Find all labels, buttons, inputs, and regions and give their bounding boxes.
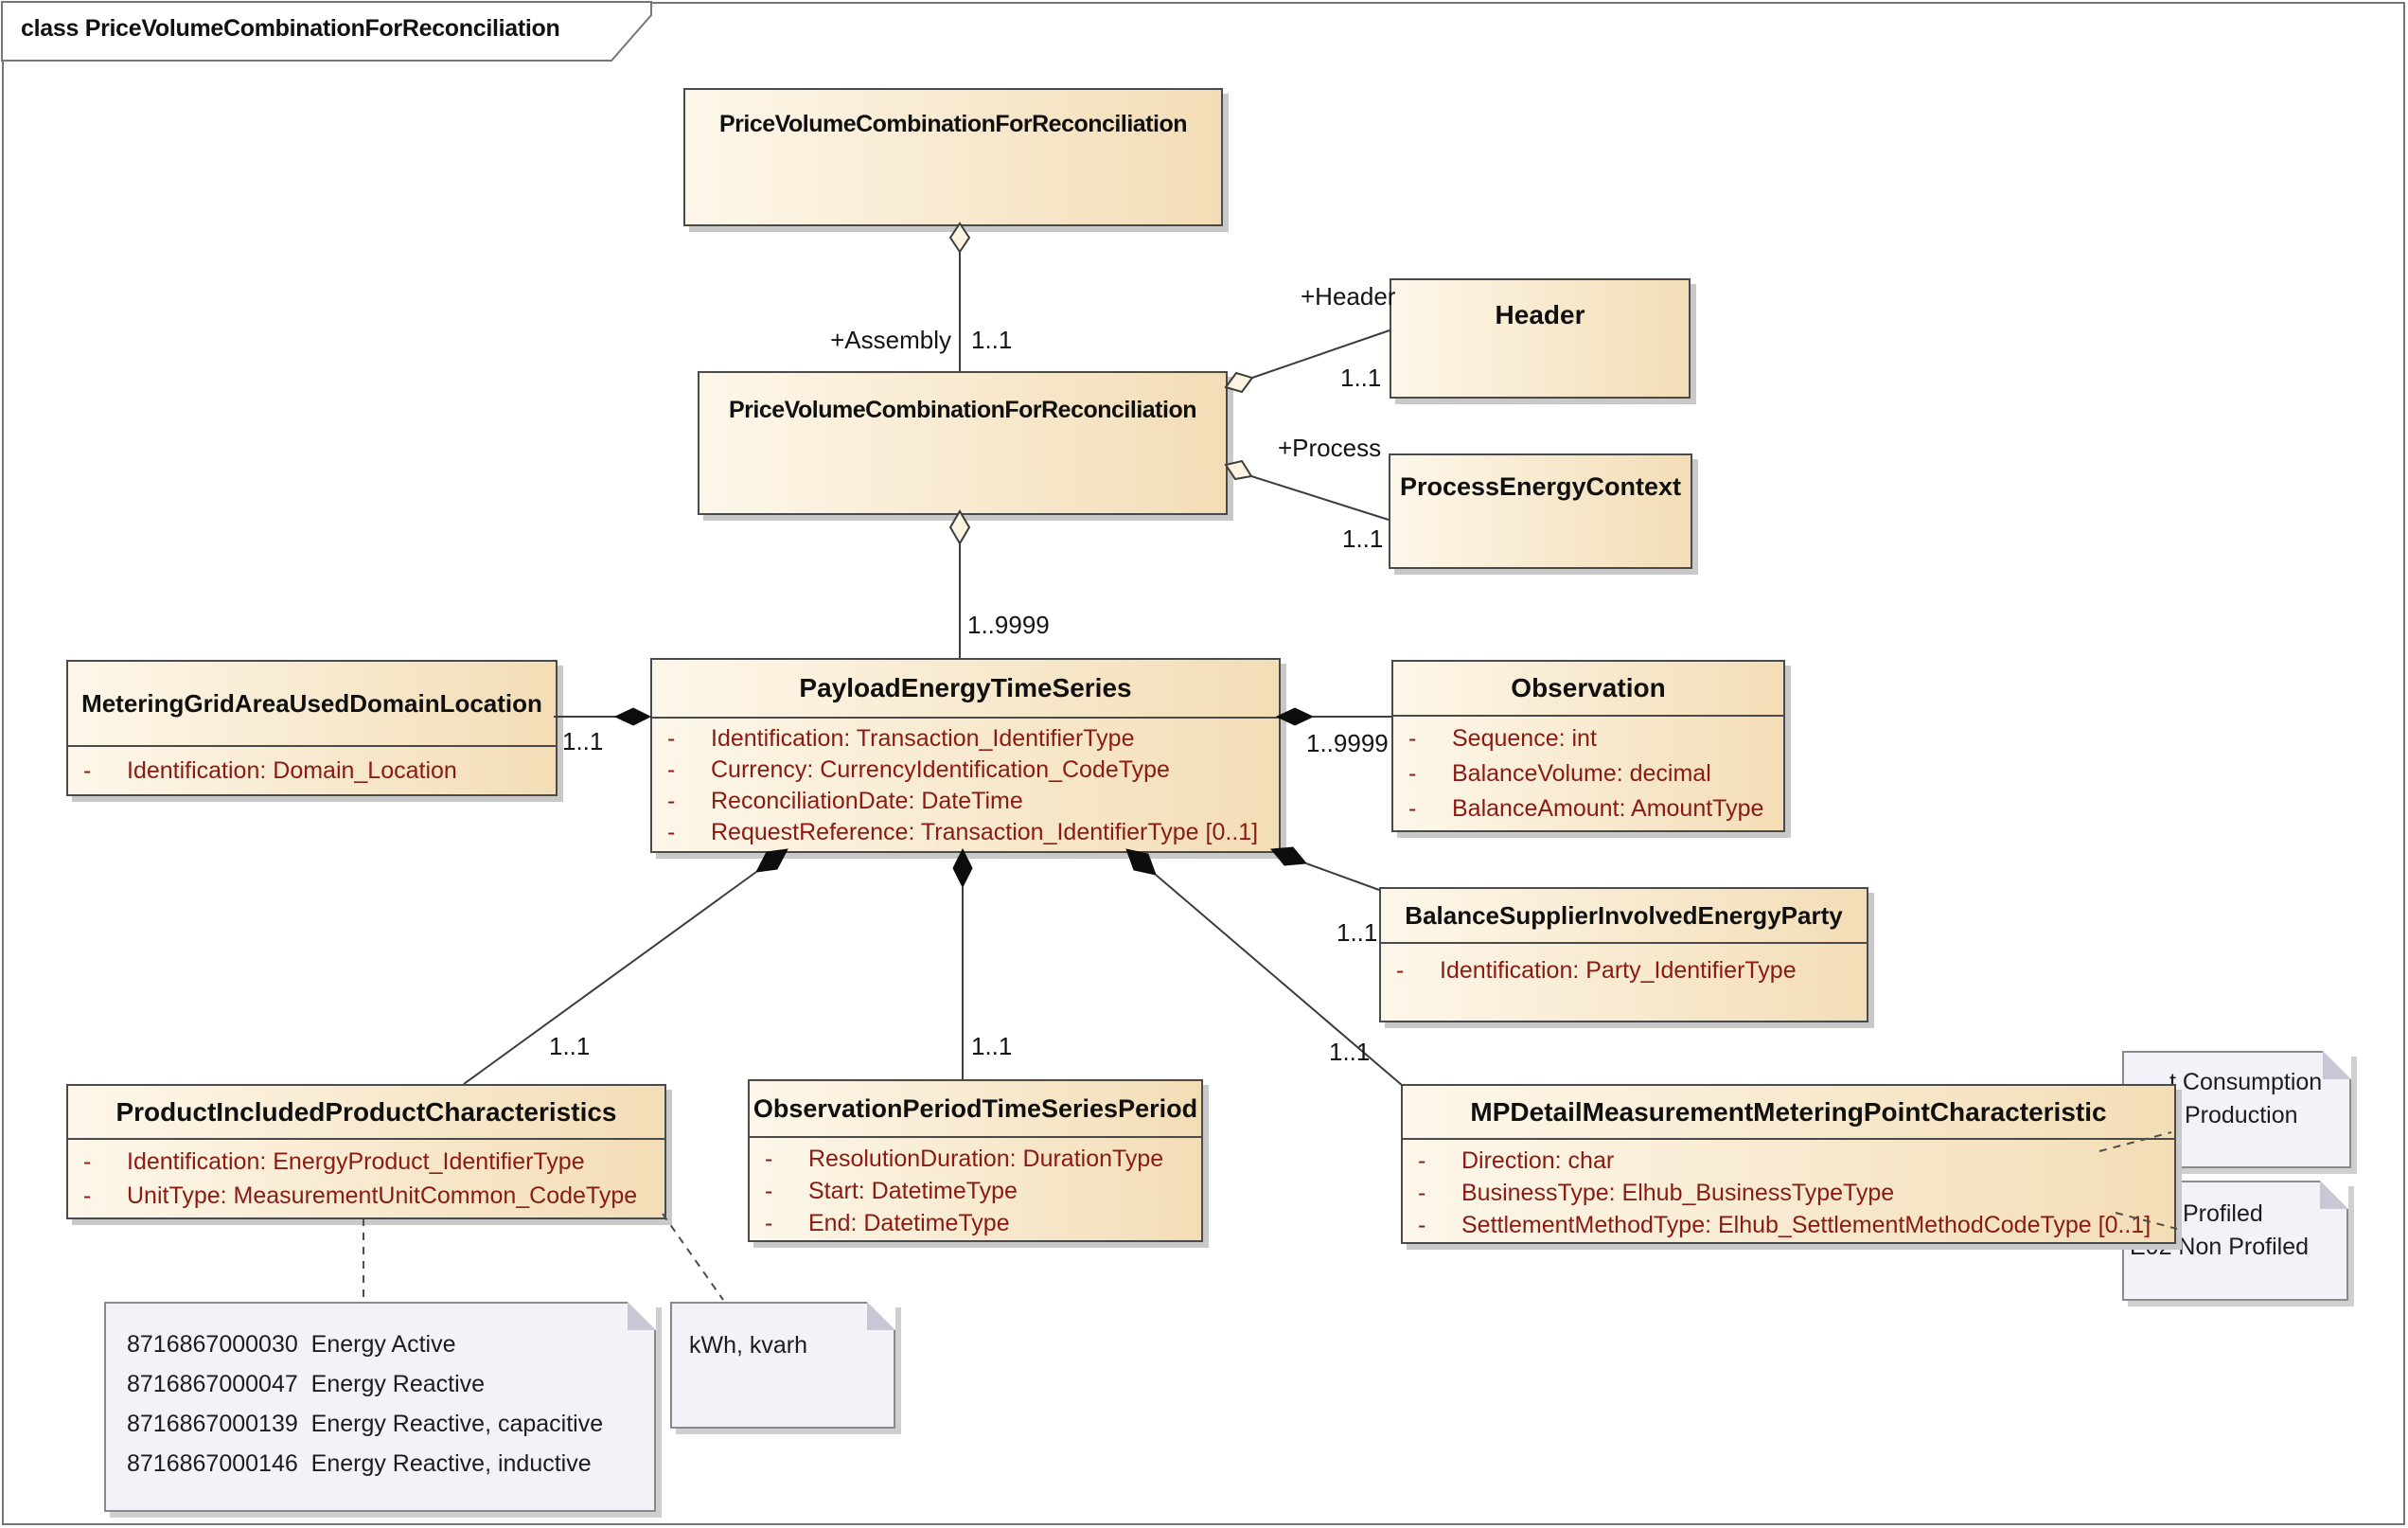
attribute: -Identification: Transaction_IdentifierT… <box>667 725 1135 752</box>
class-name: PriceVolumeCombinationForReconciliation <box>729 396 1197 423</box>
class-name: PriceVolumeCombinationForReconciliation <box>719 110 1188 137</box>
label-assembly-multiplicity: 1..1 <box>971 326 1013 354</box>
class-name: Observation <box>1511 673 1666 702</box>
note-line: Profiled <box>2183 1200 2263 1227</box>
label-process-role: +Process <box>1278 434 1382 462</box>
attribute: -ReconciliationDate: DateTime <box>667 788 1023 814</box>
attribute: -RequestReference: Transaction_Identifie… <box>667 819 1259 845</box>
note-line: 8716867000139 Energy Reactive, capacitiv… <box>127 1411 604 1437</box>
attribute: -End: DatetimeType <box>765 1210 1010 1236</box>
note-line: Production <box>2185 1102 2298 1128</box>
diagram-title: class PriceVolumeCombinationForReconcili… <box>21 15 560 42</box>
label-metering-multiplicity: 1..1 <box>562 727 604 755</box>
attribute: -Direction: char <box>1418 1147 1615 1174</box>
attribute: -ResolutionDuration: DurationType <box>765 1146 1164 1172</box>
label-product-multiplicity: 1..1 <box>549 1032 591 1060</box>
label-obsperiod-multiplicity: 1..1 <box>971 1032 1013 1060</box>
attribute: -Identification: Party_IdentifierType <box>1396 957 1797 984</box>
class-box-balancesupplier[interactable]: BalanceSupplierInvolvedEnergyParty -Iden… <box>1379 887 1868 1022</box>
class-box-meteringgridarea[interactable]: MeteringGridAreaUsedDomainLocation -Iden… <box>66 660 558 796</box>
class-name: ProductIncludedProductCharacteristics <box>115 1096 617 1127</box>
attribute-compartment: -Sequence: int -BalanceVolume: decimal -… <box>1393 715 1783 826</box>
attribute: -Currency: CurrencyIdentification_CodeTy… <box>667 756 1170 783</box>
attribute-compartment: -Identification: Transaction_IdentifierT… <box>652 717 1279 848</box>
attribute-compartment: -Identification: EnergyProduct_Identifie… <box>68 1138 664 1213</box>
class-box-observationperiod[interactable]: ObservationPeriodTimeSeriesPeriod -Resol… <box>748 1079 1203 1242</box>
class-name: Header <box>1495 300 1585 329</box>
label-balance-multiplicity: 1..1 <box>1337 918 1378 947</box>
label-payload-multiplicity: 1..9999 <box>967 611 1050 639</box>
note-line: kWh, kvarh <box>689 1332 808 1359</box>
class-box-observation[interactable]: Observation -Sequence: int -BalanceVolum… <box>1391 660 1785 832</box>
label-observation-multiplicity: 1..9999 <box>1306 729 1389 757</box>
label-header-multiplicity: 1..1 <box>1340 364 1382 392</box>
diagram-title-tab <box>1 1 652 62</box>
label-process-multiplicity: 1..1 <box>1342 524 1384 553</box>
note-line: t Consumption <box>2169 1069 2323 1095</box>
note-product-codes[interactable]: 8716867000030 Energy Active 871686700004… <box>104 1302 656 1512</box>
class-box-payloadenergytimeseries[interactable]: PayloadEnergyTimeSeries -Identification:… <box>650 658 1281 853</box>
attribute-compartment: -Direction: char -BusinessType: Elhub_Bu… <box>1403 1138 2174 1241</box>
class-box-pricevolume-assembly[interactable]: PriceVolumeCombinationForReconciliation <box>698 371 1228 515</box>
attribute-compartment: -Identification: Party_IdentifierType <box>1381 942 1867 989</box>
attribute: -Sequence: int <box>1408 725 1597 752</box>
attribute: -Identification: Domain_Location <box>83 757 457 784</box>
attribute: -BalanceVolume: decimal <box>1408 760 1711 787</box>
note-line: E02 Non Profiled <box>2130 1234 2310 1260</box>
note-line: 8716867000030 Energy Active <box>127 1331 456 1358</box>
class-name: ProcessEnergyContext <box>1399 471 1682 501</box>
attribute: -Start: DatetimeType <box>765 1178 1018 1204</box>
attribute-compartment: -Identification: Domain_Location <box>68 745 556 790</box>
label-mpdetail-multiplicity: 1..1 <box>1329 1038 1371 1066</box>
class-box-processenergycontext[interactable]: ProcessEnergyContext <box>1389 453 1692 569</box>
attribute: -SettlementMethodType: Elhub_SettlementM… <box>1418 1212 2151 1238</box>
class-box-mpdetail[interactable]: MPDetailMeasurementMeteringPointCharacte… <box>1401 1084 2176 1244</box>
class-box-pricevolume-root[interactable]: PriceVolumeCombinationForReconciliation <box>683 88 1223 226</box>
class-box-header[interactable]: Header <box>1390 278 1691 399</box>
note-line: 8716867000146 Energy Reactive, inductive <box>127 1450 592 1477</box>
attribute-compartment: -ResolutionDuration: DurationType -Start… <box>750 1136 1201 1239</box>
class-name: ObservationPeriodTimeSeriesPeriod <box>752 1093 1198 1123</box>
attribute: -UnitType: MeasurementUnitCommon_CodeTyp… <box>83 1182 638 1209</box>
class-name: PayloadEnergyTimeSeries <box>799 673 1132 702</box>
class-name: BalanceSupplierInvolvedEnergyParty <box>1405 900 1843 930</box>
label-header-role: +Header <box>1301 282 1396 311</box>
label-assembly-role: +Assembly <box>830 326 951 354</box>
attribute: -Identification: EnergyProduct_Identifie… <box>83 1148 585 1175</box>
class-name: MPDetailMeasurementMeteringPointCharacte… <box>1470 1096 2107 1127</box>
attribute: -BalanceAmount: AmountType <box>1408 795 1764 822</box>
attribute: -BusinessType: Elhub_BusinessTypeType <box>1418 1180 1895 1206</box>
class-name: MeteringGridAreaUsedDomainLocation <box>81 688 542 718</box>
class-box-productincluded[interactable]: ProductIncludedProductCharacteristics -I… <box>66 1084 666 1219</box>
note-units[interactable]: kWh, kvarh <box>670 1302 895 1429</box>
note-line: 8716867000047 Energy Reactive <box>127 1371 486 1397</box>
